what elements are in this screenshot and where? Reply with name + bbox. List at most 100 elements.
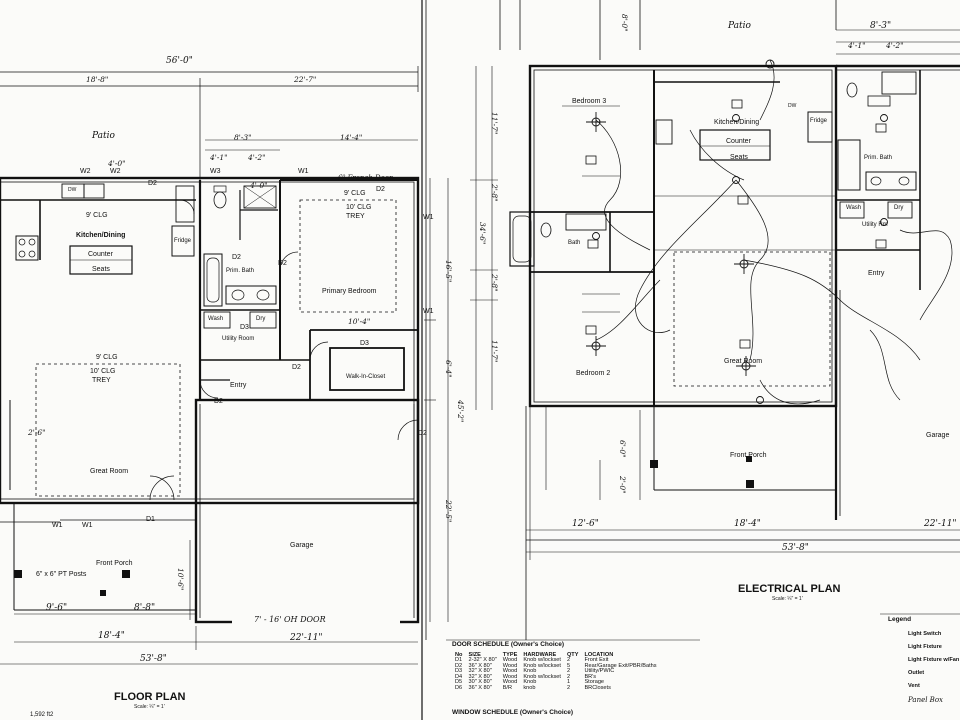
fp-dim-bot-c: 18'-4" [98,631,125,641]
cell: D1 [455,657,463,664]
col-header: No [455,651,463,658]
ep-dw: DW [788,103,797,109]
fp-window-label: W1 [82,522,93,529]
col-header: SIZE [468,651,481,658]
ep-dim-left-a: 11'-7" [490,112,499,135]
ep-dim-bot-total: 53'-8" [782,543,809,553]
ep-dim-bot-b: 18'-4" [734,519,761,529]
fp-window-label: W1 [423,308,434,315]
fp-garage-door: 7' - 16' OH DOOR [254,615,326,624]
fp-fridge: Fridge [174,238,192,244]
legend-item: Light Switch [908,631,942,637]
ep-dim-left-c: 34'-6" [478,222,487,245]
fp-window-label: W2 [80,168,91,175]
cell: 30" X 80" [468,679,492,686]
fp-dim-kw: 4'-0" [108,159,126,168]
fp-dim-porch: 10'-6" [176,568,185,591]
cell: Wood [502,662,518,669]
fp-door-label: D2 [232,254,241,261]
fp-dim-seg2: 22'-7" [294,75,317,84]
fp-prim-bath: Prim. Bath [226,268,255,274]
ep-utility: Utility Rm [862,222,888,228]
cell: D4 [455,673,463,680]
cell: 2 [566,685,571,692]
door-schedule-header: No SIZE TYPE HARDWARE QTY LOCATION [452,651,660,659]
fp-door-label: D2 [376,186,385,193]
fp-dim-bath-b: 4'-2" [248,153,266,162]
cell: D3 [455,668,463,675]
fp-door-label: D1 [146,516,155,523]
ep-kitchen: Kitchen/Dining [714,119,760,126]
fp-utility: Utility Room [222,336,255,342]
fp-bed-clg-top: 9' CLG [344,190,366,197]
col-header: QTY [566,651,579,658]
fp-counter: Counter [88,251,113,258]
cell: Front Exit [584,657,609,664]
fp-kitchen: Kitchen/Dining [76,232,126,239]
ep-counter: Counter [726,138,751,145]
fp-bed-trey: TREY [346,213,365,220]
table-row: D4 32" X 80" Wood Knob w/lockset 2 BR's [452,673,660,681]
cell: 32" X 80" [468,668,492,675]
fp-dim-seg1: 18'-8" [86,75,109,84]
fp-door-label: D3 [360,340,369,347]
fp-bed-clg: 10' CLG [346,204,372,211]
cell: 2 [566,668,571,675]
ep-entry: Entry [868,270,885,277]
cell: Knob [523,668,537,675]
fp-french-door: 6⁰ French Door [338,174,393,182]
cell: Wood [502,679,518,686]
window-schedule-title: WINDOW SCHEDULE (Owner's Choice) [452,709,574,716]
cell: D2 [455,662,463,669]
fp-door-label: D2 [418,430,427,437]
col-header: TYPE [502,651,518,658]
fp-dim-small2: 10'-4" [348,317,371,326]
cell: Wood [502,668,518,675]
door-schedule-table: No SIZE TYPE HARDWARE QTY LOCATION D1 2-… [452,651,660,692]
ep-front-porch: Front Porch [730,452,767,459]
fp-great-room: Great Room [90,468,129,475]
fp-window-label: W1 [52,522,63,529]
fp-patio: Patio [92,131,115,141]
cell: BR's [584,673,597,680]
fp-posts: 6" x 6" PT Posts [36,571,87,578]
fp-walk-in: Walk-In-Closet [346,374,386,380]
fp-dim-bath-w: 8'-3" [234,133,252,142]
table-row: D5 30" X 80" Wood Knob 1 Storage [452,680,660,686]
ep-patio: Patio [728,21,751,31]
fp-dim-small1: 2'-6" [28,428,46,437]
cell: 1 [566,679,571,686]
ep-wash: Wash [846,205,862,211]
fp-dim-right-b: 6'-4" [444,360,453,378]
fp-garage: Garage [290,542,314,549]
ep-bedroom3: Bedroom 3 [572,98,607,105]
fp-door-label: D3 [240,324,249,331]
fp-primary-bedroom: Primary Bedroom [322,288,377,295]
fp-dim-small3: 4'-0" [250,181,268,190]
ep-prim-bath: Prim. Bath [864,155,893,161]
cell: 2-32" X 80" [468,657,497,664]
fp-dim-right-total: 45'-2" [456,400,465,423]
electrical-plan-scale: Scale: ¼" = 1' [772,596,803,602]
cell: Utility/PWIC [584,668,615,675]
fp-door-label: D2 [214,398,223,405]
cell: Wood [502,657,518,664]
legend-item: Vent [908,683,920,689]
cell: Storage [584,679,605,686]
col-header: HARDWARE [523,651,557,658]
fp-dw: DW [68,187,77,193]
ep-dim-top-b: 4'-1" [848,41,866,50]
fp-great-clg1: 9' CLG [96,354,118,361]
fp-wash: Wash [208,316,224,322]
cell: knob [523,685,536,692]
floor-plan-title: FLOOR PLAN [114,691,186,703]
cell: D6 [455,685,463,692]
table-row: D3 32" X 80" Wood Knob 2 Utility/PWIC [452,669,660,675]
door-schedule-title: DOOR SCHEDULE (Owner's Choice) [452,641,565,648]
ep-dim-left-e: 11'-7" [490,340,499,363]
ep-dim-porch-a: 6'-0" [618,440,627,458]
cell: 5 [566,662,571,669]
fp-dim-bot-total: 53'-8" [140,654,167,664]
